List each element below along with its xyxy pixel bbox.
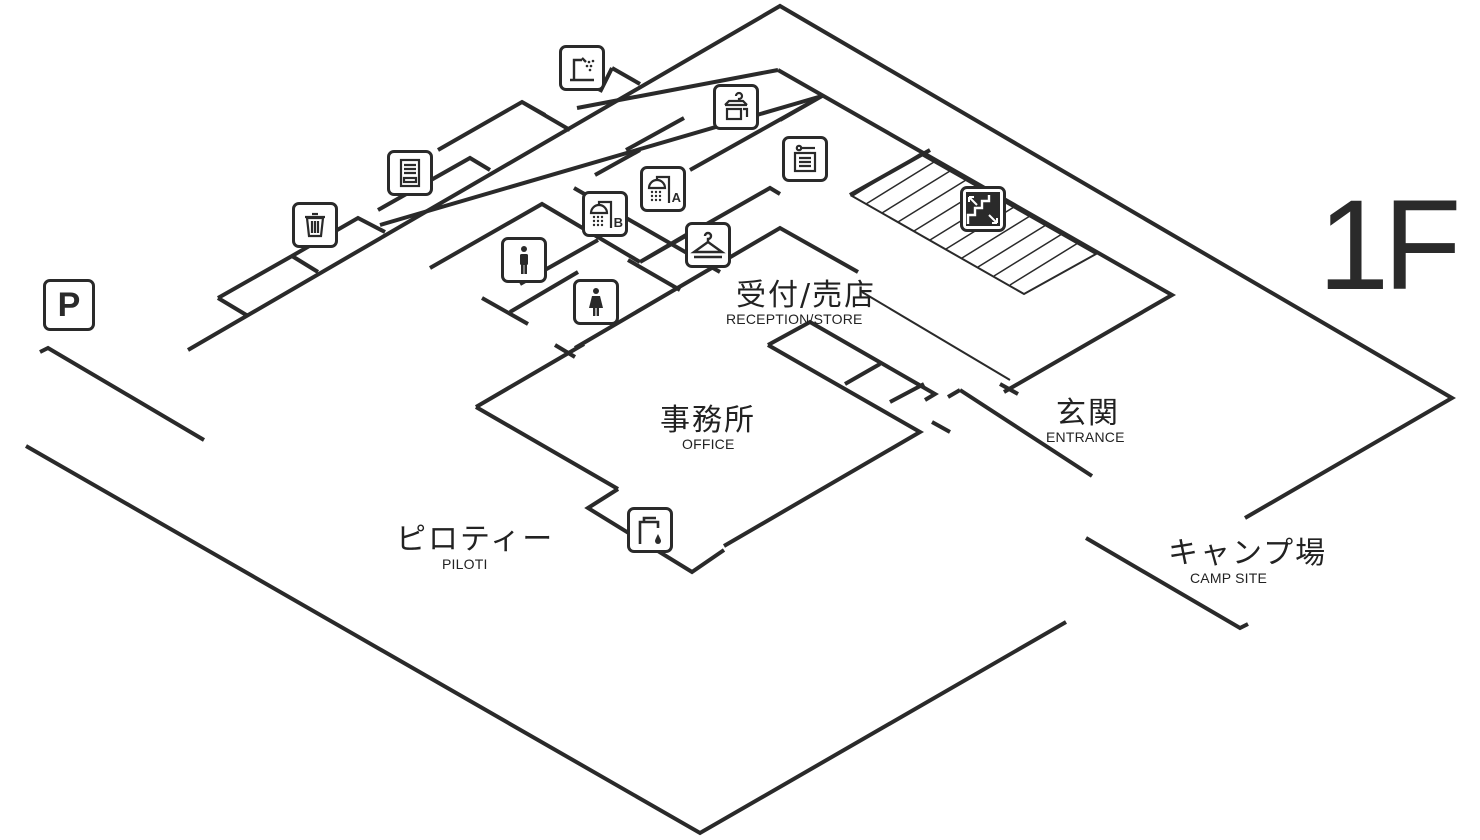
entrance-label-en: ENTRANCE: [1046, 429, 1125, 445]
parking-path: [39, 345, 206, 442]
outdoor-shower-icon[interactable]: [559, 45, 605, 91]
campsite-path: [1084, 536, 1249, 631]
outer-wall-north: [186, 3, 1456, 520]
vending-machine-icon[interactable]: [387, 150, 433, 196]
shower-b-icon[interactable]: B: [582, 191, 628, 237]
entrance-label-jp: 玄関: [1056, 396, 1120, 431]
piloti-label-jp: ピロティー: [396, 522, 555, 557]
shower-b-tag: B: [613, 215, 623, 230]
entrance-door: [931, 382, 1094, 478]
piloti-label-en: PILOTI: [442, 556, 488, 572]
side-rooms: [216, 66, 641, 318]
mens-toilet-icon[interactable]: [501, 237, 547, 283]
campsite-label-jp: キャンプ場: [1168, 536, 1328, 571]
changing-room-icon[interactable]: [685, 222, 731, 268]
floor-label: 1F: [1318, 174, 1461, 317]
womens-toilet-icon[interactable]: [573, 279, 619, 325]
parking-label: P: [57, 285, 81, 324]
office-label-jp: 事務所: [660, 403, 756, 438]
water-faucet-icon[interactable]: [627, 507, 673, 553]
parking-icon[interactable]: P: [43, 279, 95, 331]
shower-a-icon[interactable]: A: [640, 166, 686, 212]
stairs-icon[interactable]: [960, 186, 1006, 232]
coin-locker-icon[interactable]: [782, 136, 828, 182]
reception-label-en: RECEPTION/STORE: [726, 311, 863, 327]
office-label-en: OFFICE: [682, 436, 735, 452]
laundry-icon[interactable]: [713, 84, 759, 130]
corridor-wall: [576, 68, 779, 110]
outer-wall-south: [25, 444, 1067, 836]
trash-can-icon[interactable]: [292, 202, 338, 248]
reception-leader-line: [861, 291, 1011, 381]
washroom-walls: [429, 116, 782, 359]
shower-a-tag: A: [671, 190, 681, 205]
reception-block: [689, 68, 1177, 394]
office-walls: [474, 225, 939, 575]
campsite-label-en: CAMP SITE: [1190, 570, 1268, 586]
reception-label-jp: 受付/売店: [736, 278, 877, 313]
